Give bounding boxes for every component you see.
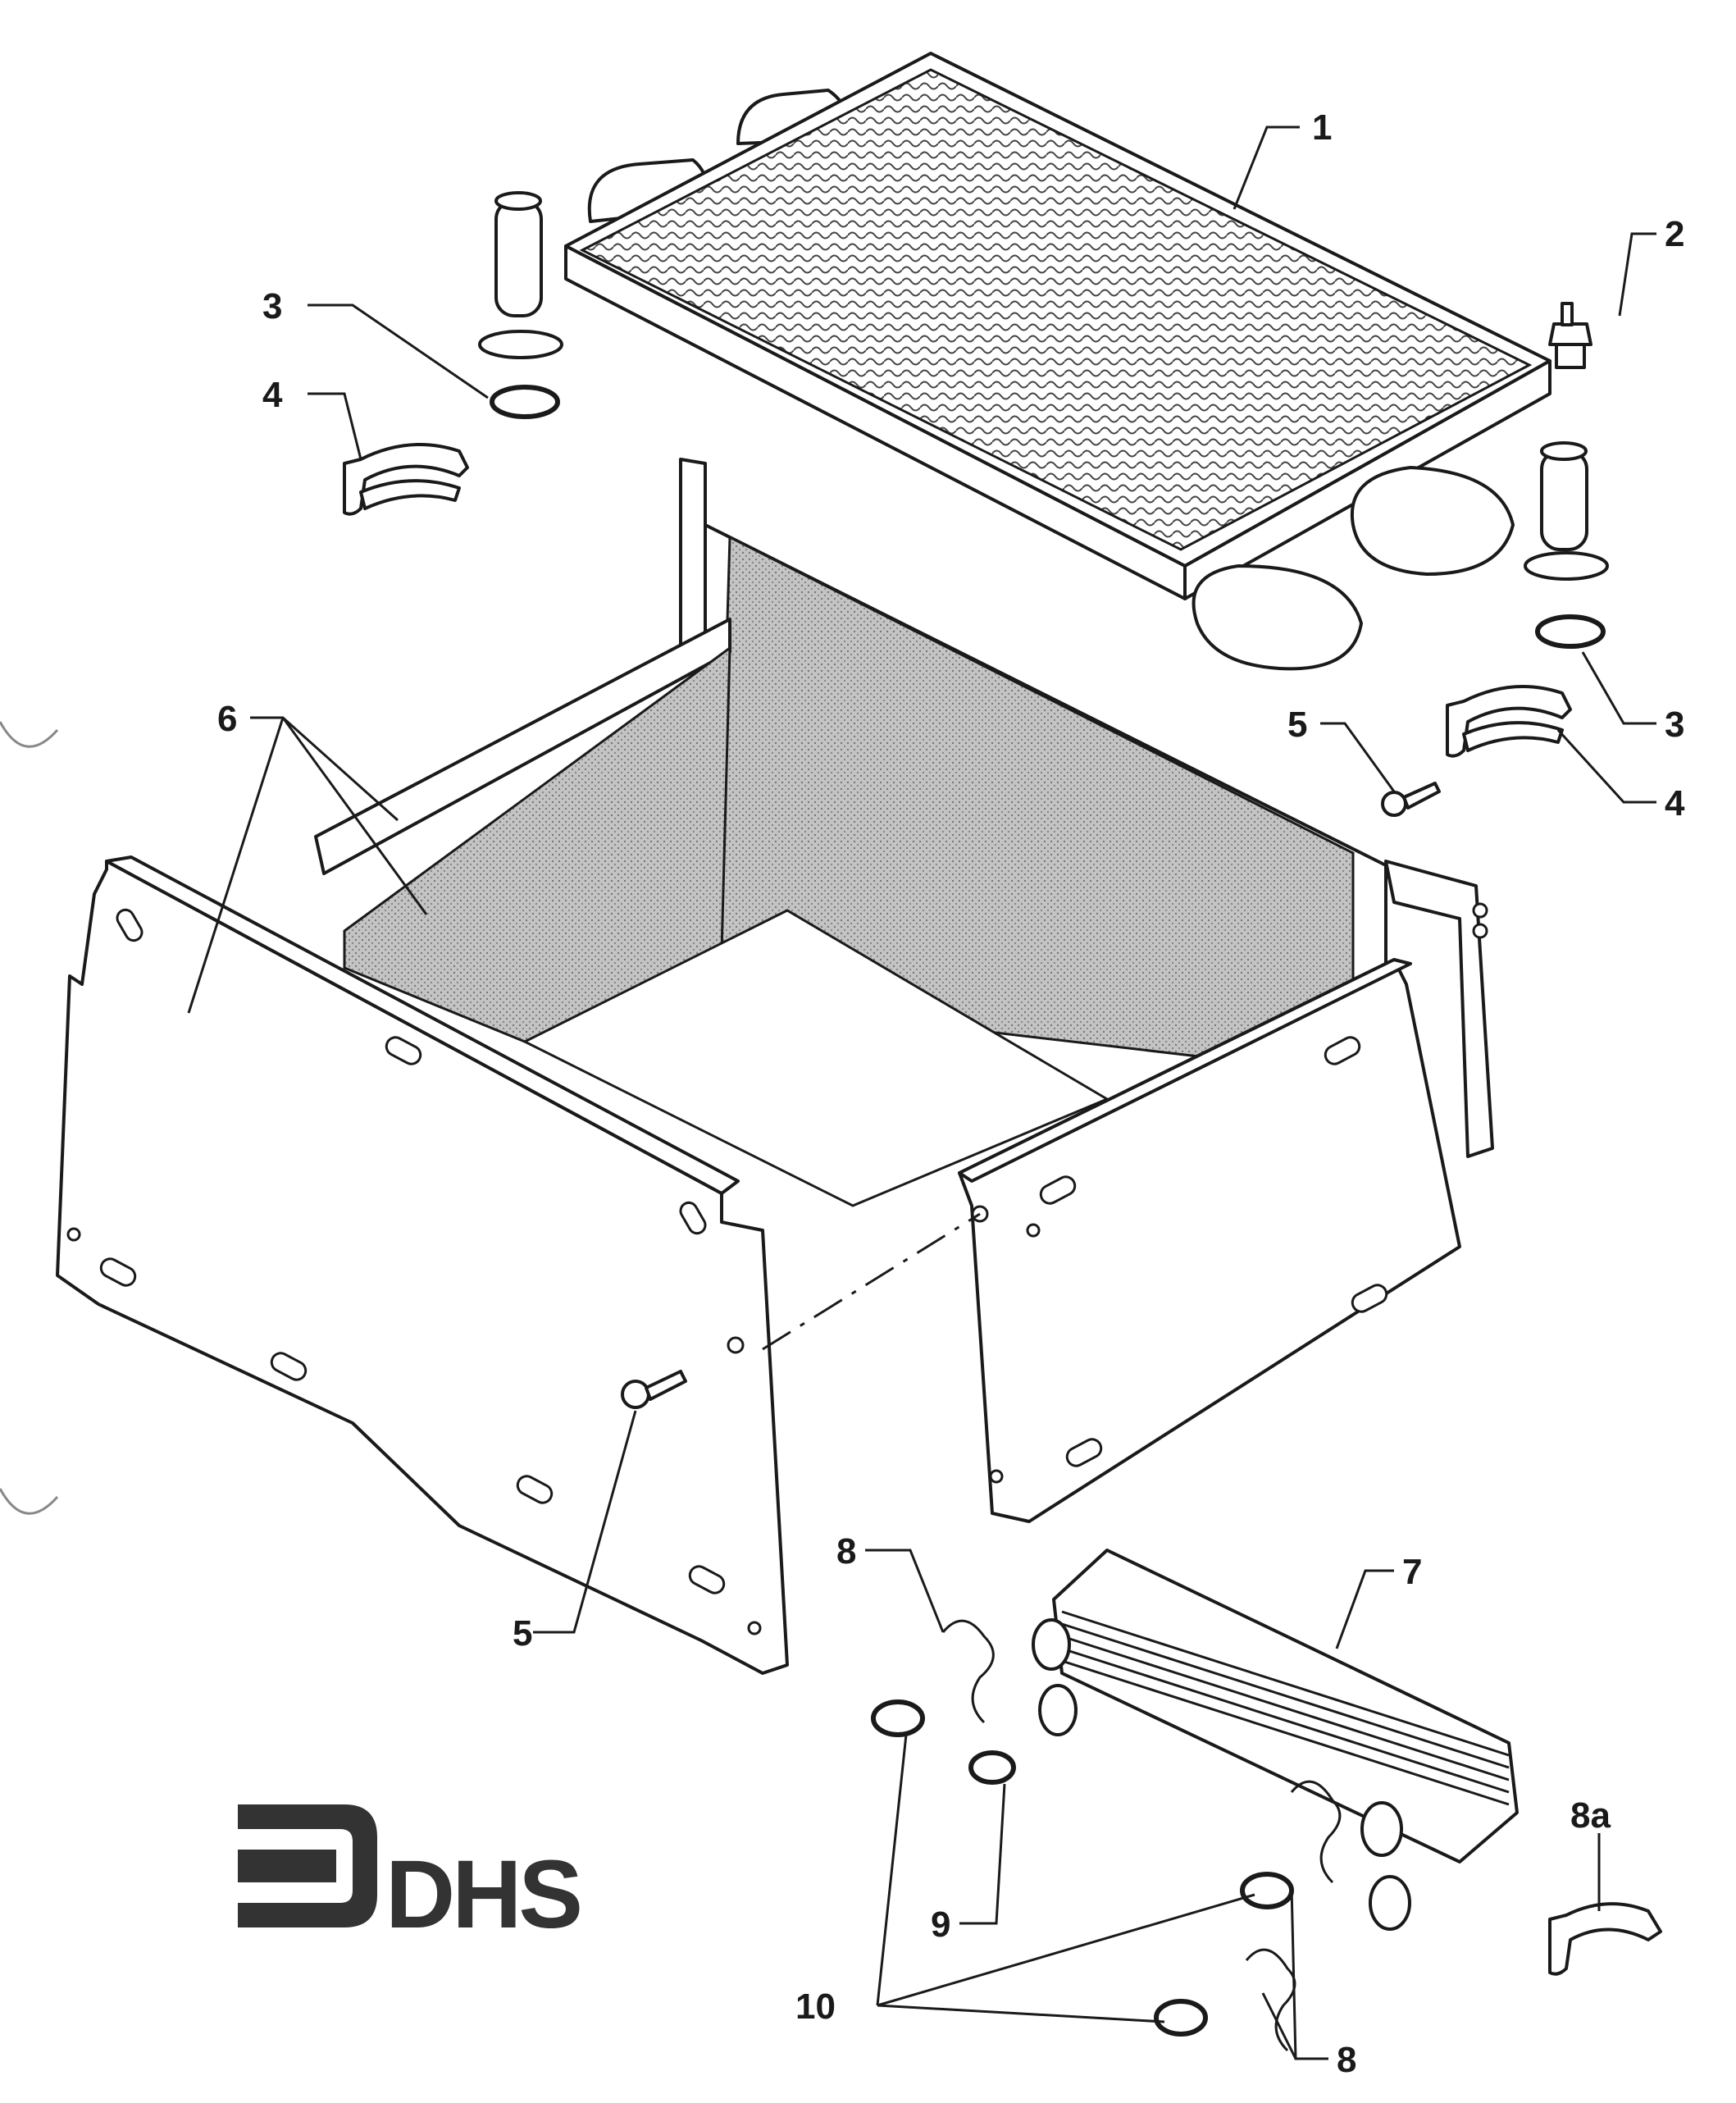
plate-connector-3 [1360,1801,1403,1857]
front-right-panel [958,958,1461,1523]
exchanger-left-connector-top [494,191,542,211]
temperature-sensor [1548,302,1592,369]
panel-slot [99,1257,137,1287]
plate-connector-1 [1032,1618,1071,1671]
screw-lower-left [621,1370,687,1409]
panel-hole [747,1621,762,1635]
exchanger-right-connector [1540,449,1588,551]
pipe-clip-8a [1548,1902,1662,1976]
panel-slot [270,1352,308,1381]
plate-heat-exchanger [1032,1549,1519,1931]
retaining-clip-8-lower [1245,1948,1296,2052]
panel-hole [1026,1223,1041,1238]
seal-9 [968,1750,1016,1785]
callout-5-lower: 5 [513,1613,532,1654]
plate-connector-2 [1038,1684,1078,1736]
panel-slot [1065,1438,1103,1467]
panel-slot [516,1475,554,1504]
callout-10: 10 [795,1987,836,2027]
callout-2: 2 [1665,214,1684,254]
exchanger-right-connector-top [1540,441,1588,461]
panel-hole [66,1227,81,1242]
bracket-hole-2 [1472,923,1488,939]
binder-hole-mark [0,1488,59,1515]
panel-hole [989,1469,1004,1484]
dhs-logo-mark [238,1804,377,1927]
panel-screw-hole [727,1336,745,1354]
front-left-panel-body [56,860,789,1675]
leader-lines [187,125,1656,2060]
panel-slot [688,1565,726,1594]
o-ring-10-upper [871,1699,925,1737]
callout-8a: 8a [1570,1795,1611,1836]
panel-slot [385,1036,422,1065]
retaining-clip-8-right [1290,1780,1342,1884]
front-left-panel-top-flange [105,855,740,1195]
main-heat-exchanger [478,52,1609,671]
exchanger-fins [579,68,1533,551]
screw-alignment-line [762,1212,981,1351]
front-right-panel-top-flange [958,958,1412,1183]
sensor-terminal [1561,302,1574,326]
callout-9: 9 [931,1905,950,1945]
plate-exchanger-plates [1061,1610,1510,1806]
exchanger-right-connector-flange [1524,551,1609,581]
sensor-hex-head [1548,322,1592,346]
pipe-clip-left [343,443,469,516]
panel-slot [116,908,144,942]
o-ring-10-right [1240,1872,1294,1909]
front-left-panel [56,855,789,1675]
binder-hole-mark [0,721,59,748]
o-ring-right [1535,614,1606,649]
plate-connector-4 [1369,1875,1411,1931]
callout-5-upper: 5 [1287,705,1307,745]
dhs-logo-text: DHS [385,1841,580,1949]
screw-upper-right [1381,782,1441,817]
panel-slot [1039,1175,1077,1205]
panel-slot [679,1201,707,1235]
exchanger-pipe-loop-front-2 [1350,466,1515,576]
sensor-body [1555,343,1586,369]
combustion-chamber [314,458,1494,1207]
pipe-clip-right [1446,685,1572,758]
dhs-logo: DHS [238,1804,583,1949]
panel-slot [1324,1036,1361,1065]
callout-3-right: 3 [1665,705,1684,745]
exchanger-side-face [1183,359,1551,600]
panel-slot [1351,1284,1388,1313]
callout-8-lower: 8 [1337,2040,1356,2080]
plate-exchanger-body [1052,1549,1519,1864]
bracket-hole-1 [1472,902,1488,919]
dhs-logo-bar [238,1850,336,1882]
callout-7: 7 [1402,1552,1422,1592]
callout-6: 6 [217,699,237,739]
back-bracket-right [1384,860,1494,1158]
exchanger-left-connector [494,199,543,317]
o-ring-left [490,385,560,419]
exchanger-pipe-loop-front-1 [1192,564,1363,671]
callout-4-right: 4 [1665,783,1685,823]
o-ring-10-lower [1154,1999,1208,2037]
exchanger-left-connector-flange [478,330,563,359]
retaining-clip-8-upper [941,1619,995,1724]
callout-3-left: 3 [262,286,282,326]
callout-4-left: 4 [262,375,283,415]
callout-8-upper: 8 [836,1531,856,1572]
back-bracket-left [679,458,707,658]
callout-1: 1 [1312,107,1332,148]
